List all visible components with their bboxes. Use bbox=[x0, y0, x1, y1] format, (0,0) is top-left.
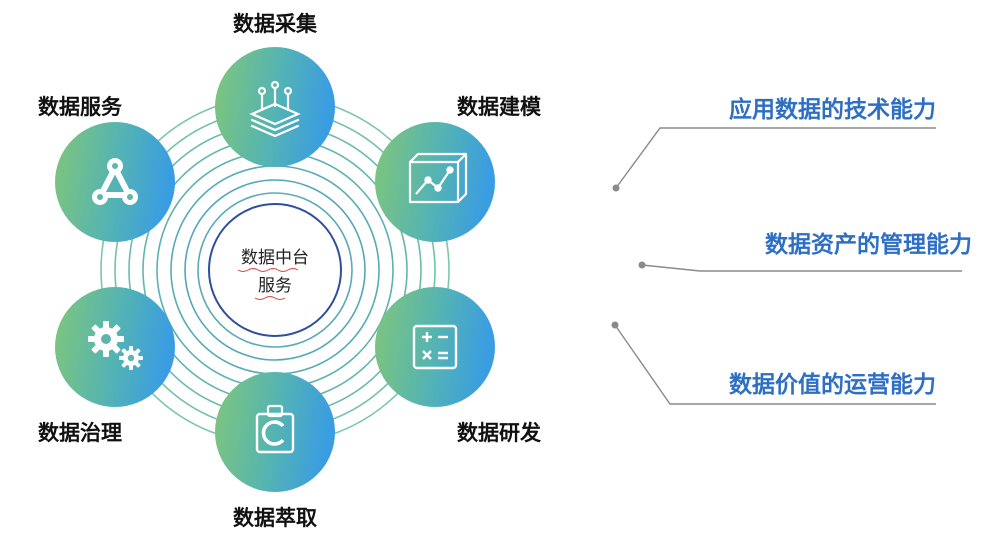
capability-2: 数据资产的管理能力 bbox=[638, 231, 972, 272]
center-label-line2: 服务 bbox=[258, 276, 292, 296]
center-label-line1: 数据中台 bbox=[241, 248, 309, 268]
leader-line-3 bbox=[614, 324, 936, 405]
leader-dot-3 bbox=[611, 321, 619, 329]
leader-line-1 bbox=[615, 127, 936, 189]
center-hub: 数据中台 服务 bbox=[208, 203, 342, 337]
data-collect-icon bbox=[249, 80, 301, 138]
node-label-data-rnd: 数据研发 bbox=[457, 421, 542, 445]
spellcheck-underline bbox=[237, 268, 299, 272]
extract-icon bbox=[255, 404, 295, 454]
node-label-data-governance: 数据治理 bbox=[38, 421, 122, 445]
node-label-data-collect: 数据采集 bbox=[233, 12, 318, 36]
data-model-icon bbox=[408, 152, 468, 204]
node-data-extract: 数据萃取 bbox=[215, 372, 335, 530]
node-data-rnd: 数据研发 bbox=[375, 287, 542, 445]
node-data-service: 数据服务 bbox=[38, 95, 175, 242]
capability-label-2: 数据资产的管理能力 bbox=[765, 231, 972, 258]
capability-label-3: 数据价值的运营能力 bbox=[729, 371, 936, 398]
node-label-data-model: 数据建模 bbox=[457, 95, 542, 119]
gears-icon bbox=[88, 321, 143, 370]
node-data-model: 数据建模 bbox=[375, 95, 542, 242]
service-network-icon bbox=[92, 158, 138, 205]
capability-label-1: 应用数据的技术能力 bbox=[729, 96, 936, 123]
node-label-data-service: 数据服务 bbox=[38, 95, 123, 119]
spellcheck-underline bbox=[254, 296, 286, 300]
node-data-governance: 数据治理 bbox=[38, 287, 175, 445]
capability-3: 数据价值的运营能力 bbox=[611, 321, 936, 405]
leader-dot-1 bbox=[612, 184, 620, 192]
leader-dot-2 bbox=[638, 261, 646, 269]
node-data-collect: 数据采集 bbox=[215, 12, 335, 167]
capability-1: 应用数据的技术能力 bbox=[612, 96, 936, 192]
calculator-icon bbox=[412, 324, 458, 370]
leader-line-2 bbox=[641, 264, 962, 272]
node-label-data-extract: 数据萃取 bbox=[233, 506, 317, 530]
